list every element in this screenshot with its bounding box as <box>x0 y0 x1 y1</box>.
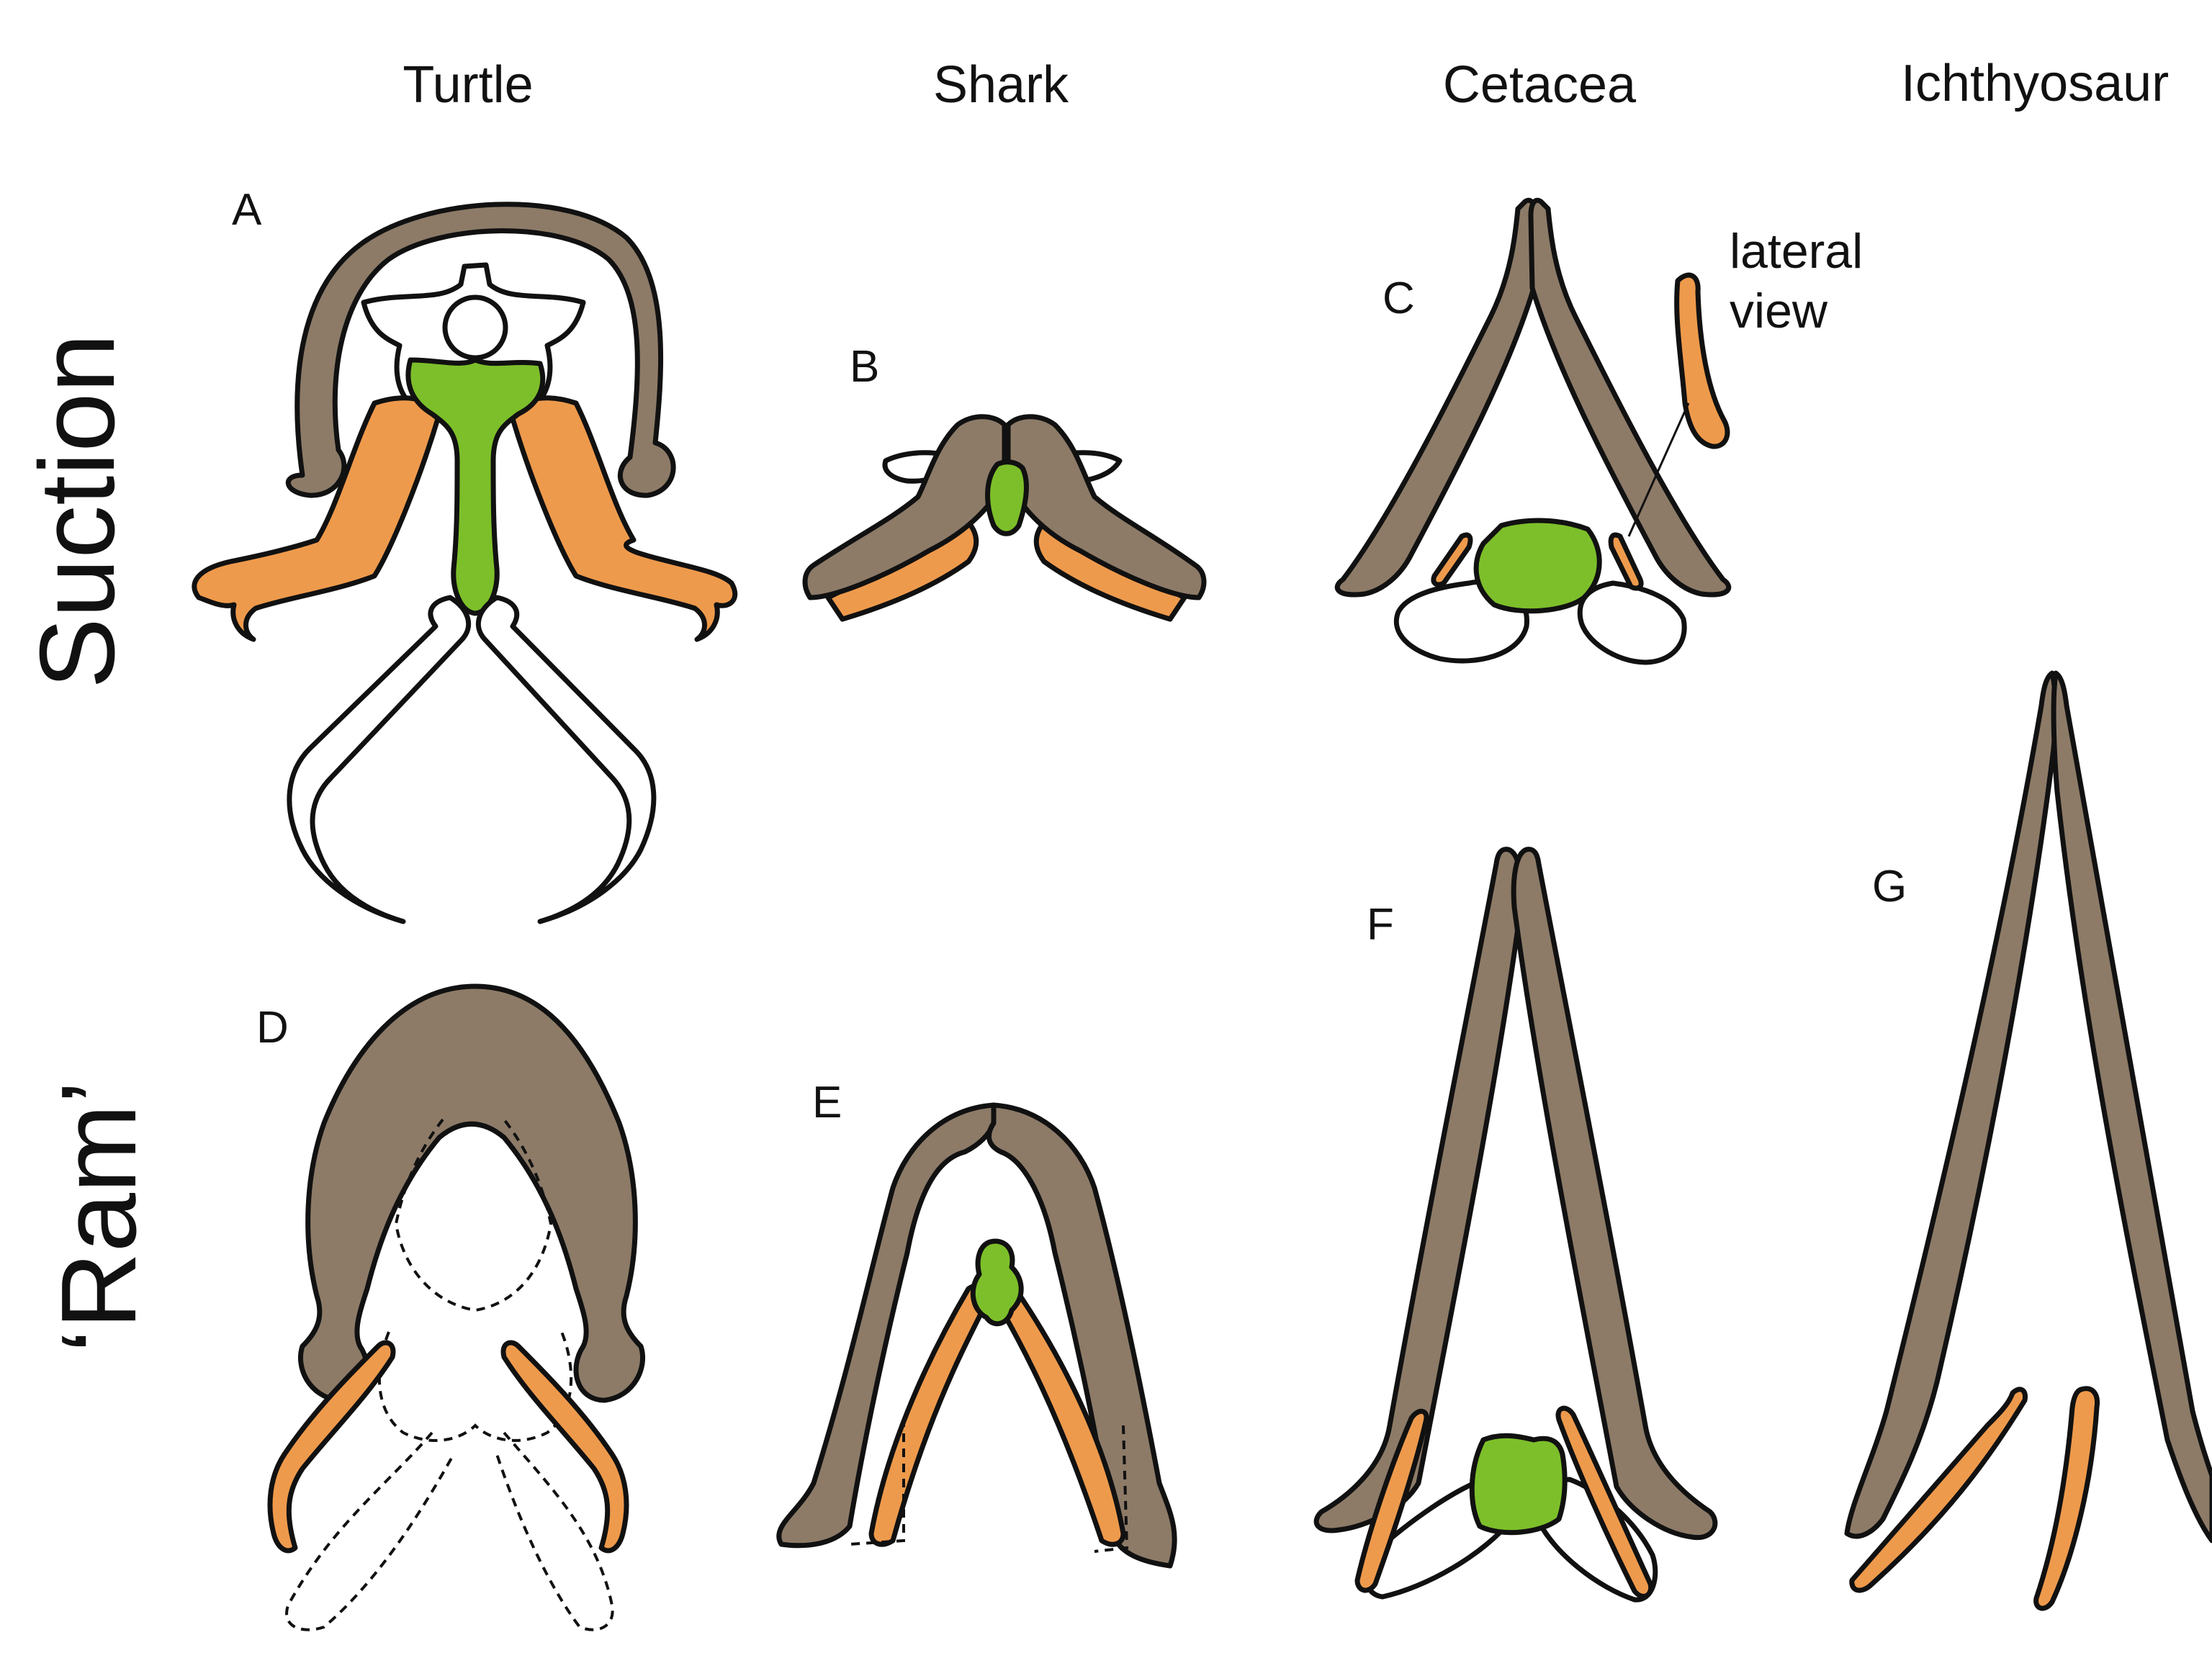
turtle-d-mandible <box>297 983 646 1403</box>
ichthyosaur-g-mandible-left <box>1844 670 2059 1539</box>
shark-b-jaw-right <box>1005 414 1207 600</box>
panel-label-a: A <box>232 185 262 235</box>
turtle-a-ceratobranchial-left <box>192 395 442 642</box>
panel-g-ichthyosaur-ram <box>1844 670 2212 1611</box>
row-label-suction: Suction <box>18 333 137 689</box>
annotation-lateral: lateral <box>1730 224 1863 279</box>
cetacea-c-basihyal <box>1473 518 1602 614</box>
annotation-view: view <box>1730 284 1828 338</box>
turtle-a-horn-left <box>287 595 472 924</box>
cetacea-c-annotation-leader <box>1627 402 1690 537</box>
panel-e-shark-ram <box>776 1102 1177 1569</box>
panel-c-cetacea-suction <box>1334 197 1732 665</box>
cetacea-c-mandible-right <box>1528 197 1732 598</box>
turtle-a-horn-right <box>475 595 657 924</box>
column-header-ichthyosaur: Ichthyosaur <box>1901 55 2169 112</box>
cetacea-f-basihyal <box>1469 1433 1568 1536</box>
cetacea-c-mandible-left <box>1334 197 1538 598</box>
panel-label-c: C <box>1382 274 1415 323</box>
column-header-shark: Shark <box>933 56 1069 114</box>
panel-label-d: D <box>256 1003 289 1053</box>
row-label-ram: ‘Ram’ <box>40 1081 158 1353</box>
shark-e-cartilage-outline-right <box>1094 1425 1129 1553</box>
panel-label-e: E <box>812 1078 842 1127</box>
turtle-a-jaw-arch <box>285 202 676 498</box>
shark-e-cartilage-outline-left <box>849 1418 905 1546</box>
cetacea-c-stylohyal-right <box>1608 532 1644 591</box>
panel-label-f: F <box>1367 900 1394 950</box>
panel-b-shark-suction <box>802 414 1207 622</box>
shark-e-jaw-left <box>776 1102 997 1549</box>
panel-label-b: B <box>850 342 879 392</box>
cetacea-f-mandible-right <box>1511 847 1718 1541</box>
panel-f-cetacea-ram <box>1313 847 1718 1603</box>
shark-b-jaw-left <box>802 414 1007 600</box>
turtle-a-hyoid-center <box>442 294 508 361</box>
cetacea-c-stylohyal-left <box>1431 532 1473 587</box>
panel-d-turtle-ram <box>267 983 646 1631</box>
cetacea-c-thyrohyal-right <box>1577 580 1687 665</box>
cetacea-f-stylohyal-right <box>1555 1405 1654 1599</box>
turtle-a-basihyal <box>405 357 546 616</box>
cetacea-f-stylohyal-left <box>1354 1409 1429 1593</box>
shark-e-jaw-right <box>986 1102 1177 1569</box>
panel-label-g: G <box>1872 862 1907 911</box>
column-header-turtle: Turtle <box>403 56 533 114</box>
cetacea-c-lateral-view-hyoid <box>1674 272 1730 449</box>
turtle-a-ceratobranchial-right <box>508 395 738 642</box>
ichthyosaur-g-ceratobranchial-right <box>2033 1386 2100 1611</box>
column-header-cetacea: Cetacea <box>1443 56 1637 114</box>
shark-e-basihyal <box>970 1238 1024 1327</box>
turtle-d-ceratobranchial-right <box>500 1340 629 1554</box>
panel-a-turtle-suction <box>192 202 738 924</box>
shark-b-basihyal <box>985 459 1029 536</box>
turtle-d-hyoid-outline <box>285 1118 614 1631</box>
turtle-d-ceratobranchial-left <box>267 1340 396 1554</box>
ichthyosaur-g-mandible-right <box>2051 670 2212 1544</box>
cetacea-f-mandible-left <box>1313 847 1524 1533</box>
ichthyosaur-g-ceratobranchial-left <box>1849 1387 2028 1593</box>
